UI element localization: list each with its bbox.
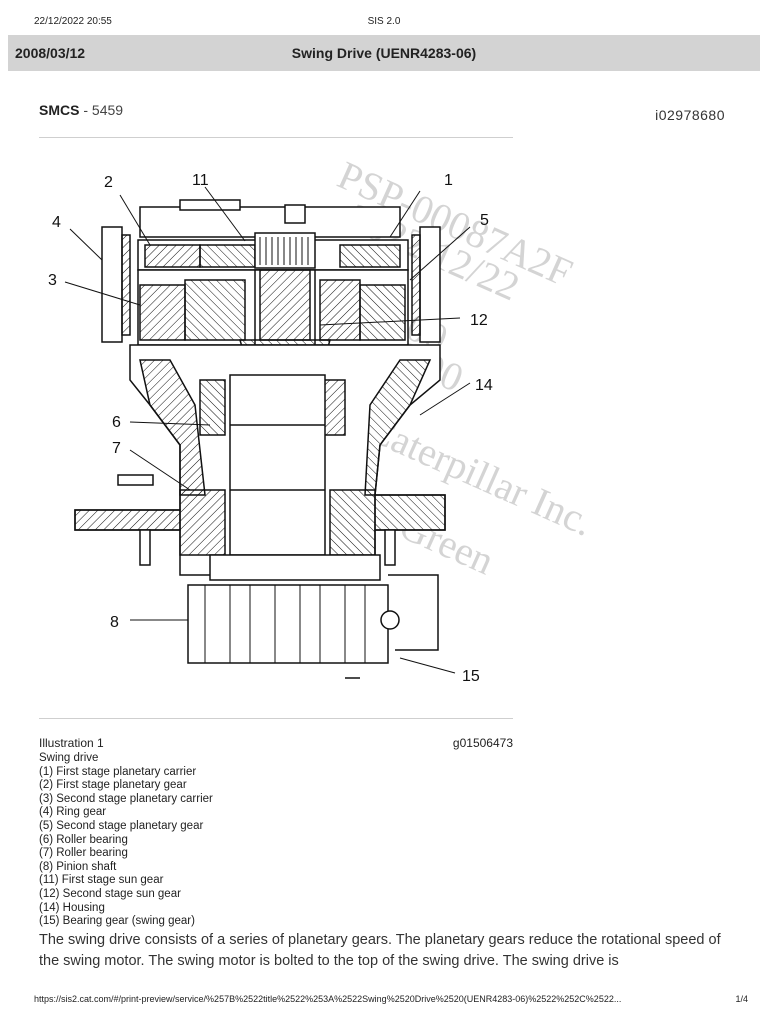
legend-item: (4) Ring gear <box>39 806 107 819</box>
callout-15: 15 <box>462 668 480 685</box>
body-paragraph: The swing drive consists of a series of … <box>39 932 721 969</box>
drive-assembly <box>74 199 446 679</box>
callout-labels: 1 2 11 4 3 5 12 14 6 7 8 15 <box>48 172 493 685</box>
callout-2: 2 <box>104 174 113 191</box>
callout-1: 1 <box>444 172 453 189</box>
callout-8: 8 <box>110 614 119 631</box>
legend-item: (7) Roller bearing <box>39 847 128 860</box>
document-id: i02978680 <box>655 107 725 123</box>
legend-item: (8) Pinion shaft <box>39 860 117 873</box>
illustration-header: Illustration 1 g01506473 <box>39 736 513 750</box>
smcs-value: 5459 <box>91 102 124 118</box>
callout-14: 14 <box>475 377 493 394</box>
callout-6: 6 <box>112 414 121 431</box>
divider-bottom <box>39 718 513 719</box>
print-header: 22/12/2022 20:55 SIS 2.0 <box>34 16 734 30</box>
legend-item: (3) Second stage planetary carrier <box>39 792 213 805</box>
document-date: 2008/03/12 <box>15 45 86 61</box>
legend-item: (11) First stage sun gear <box>39 874 164 887</box>
smcs-label: SMCS <box>39 102 80 118</box>
callout-12: 12 <box>470 312 488 329</box>
legend-item: (2) First stage planetary gear <box>39 779 187 792</box>
divider-top <box>39 137 513 138</box>
illustration-caption: Swing drive <box>39 752 99 764</box>
graphic-id: g01506473 <box>452 736 513 750</box>
swing-drive-illustration: PSP-00087A2F 2022/12/22 02:01:00 -06:00 … <box>30 145 750 705</box>
legend-item: (1) First stage planetary carrier <box>39 765 197 778</box>
print-datetime: 22/12/2022 20:55 <box>34 16 112 27</box>
document-title: Swing Drive (UENR4283-06) <box>291 45 477 61</box>
legend-item: (14) Housing <box>39 901 105 914</box>
callout-4: 4 <box>52 214 61 231</box>
page-number: 1/4 <box>735 994 748 1004</box>
illustration-legend: Swing drive (1) First stage planetary ca… <box>39 752 213 929</box>
swing-drive-diagram: PSP-00087A2F 2022/12/22 02:01:00 -06:00 … <box>48 152 600 685</box>
page-url: https://sis2.cat.com/#/print-preview/ser… <box>34 994 622 1004</box>
app-name: SIS 2.0 <box>367 16 401 27</box>
illustration-label: Illustration 1 <box>39 736 104 750</box>
callout-7: 7 <box>112 440 121 457</box>
smcs-code: SMCS - 5459 <box>39 102 123 118</box>
legend-item: (15) Bearing gear (swing gear) <box>39 915 195 928</box>
legend-item: (12) Second stage sun gear <box>39 887 181 900</box>
smcs-separator: - <box>79 102 92 118</box>
legend-item: (6) Roller bearing <box>39 833 128 846</box>
legend-item: (5) Second stage planetary gear <box>39 819 204 832</box>
callout-3: 3 <box>48 272 57 289</box>
callout-11: 11 <box>192 172 209 189</box>
leader-lines <box>64 186 471 674</box>
callout-5: 5 <box>480 212 489 229</box>
title-band: 2008/03/12 Swing Drive (UENR4283-06) <box>8 35 760 71</box>
